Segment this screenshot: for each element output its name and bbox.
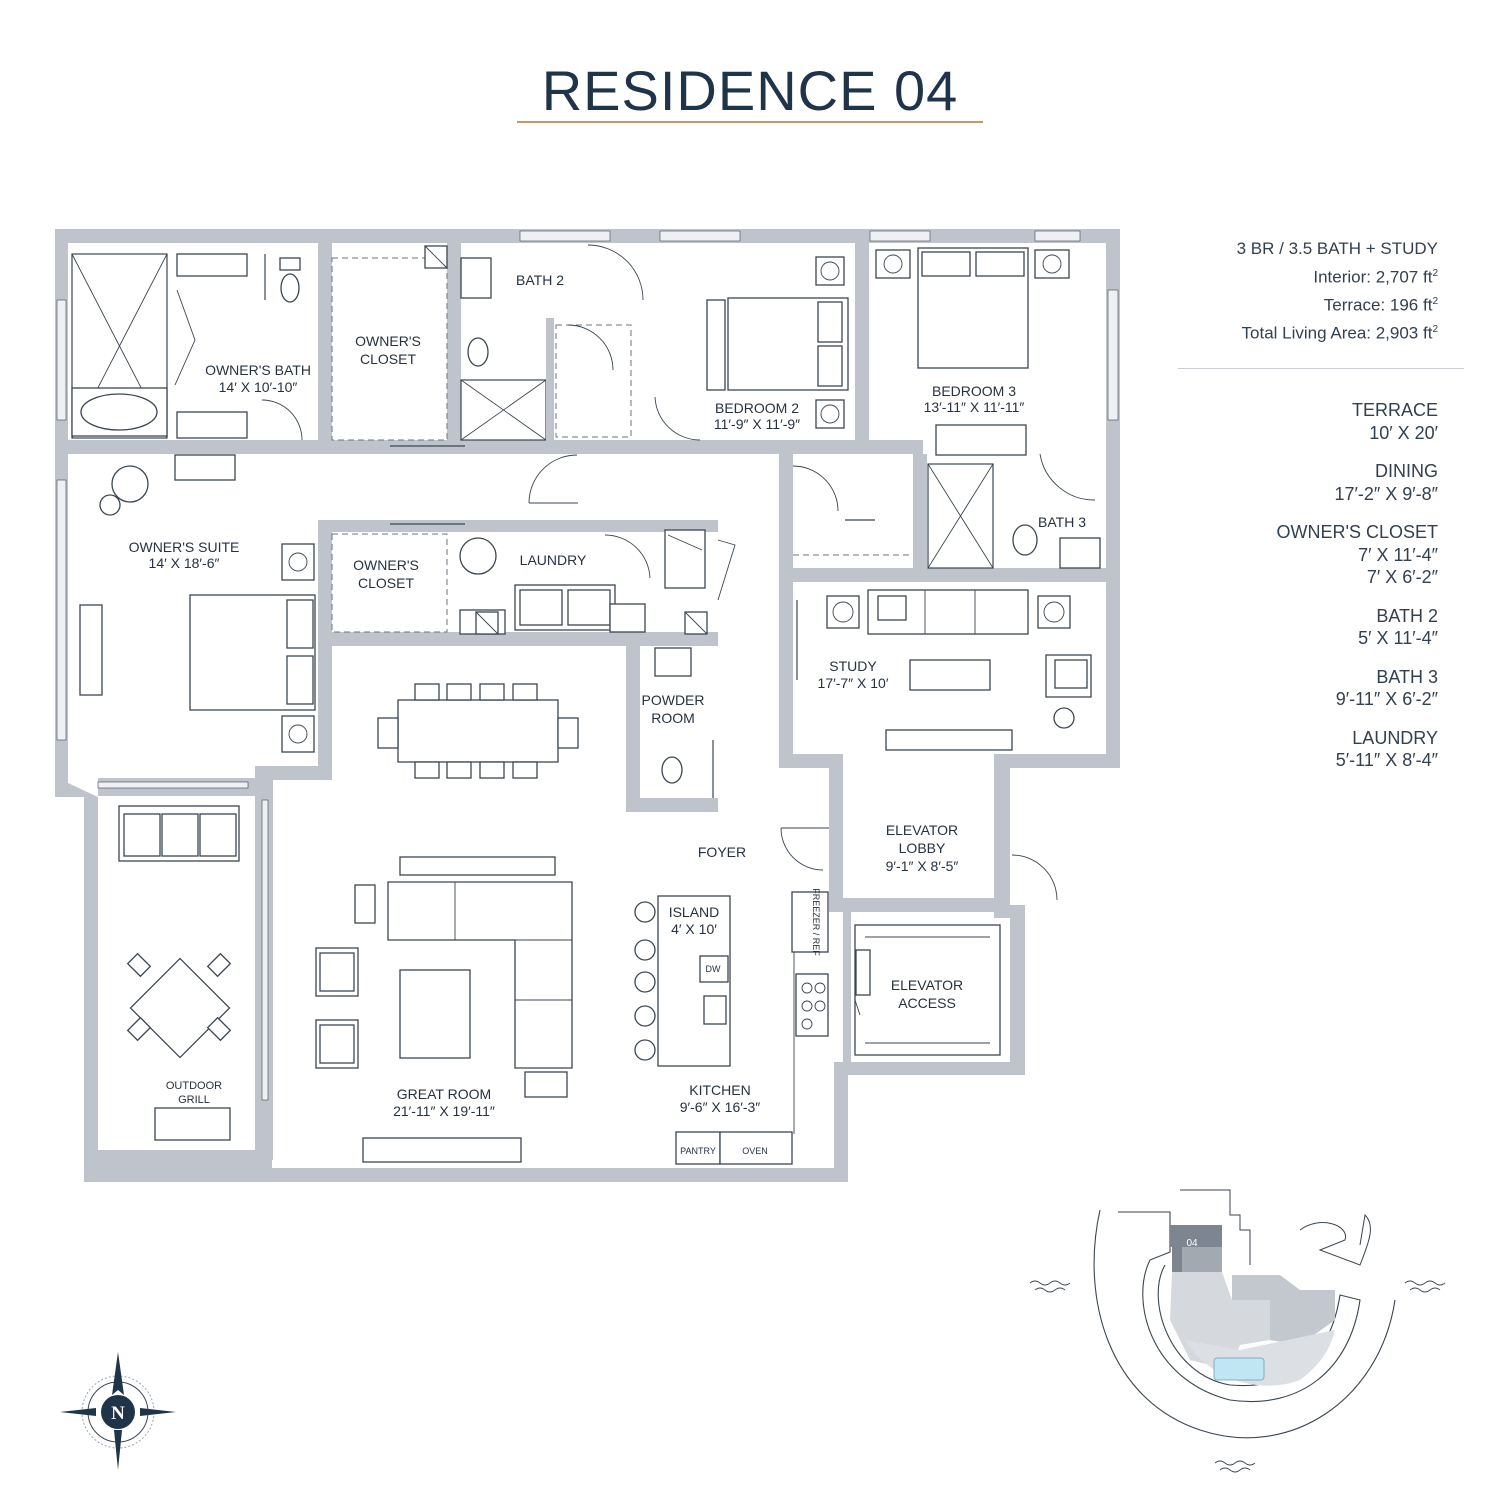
label-bath-2: BATH 2 bbox=[516, 272, 564, 288]
owners-suite-furniture bbox=[79, 454, 316, 753]
svg-text:21′-11″ X 19′-11″: 21′-11″ X 19′-11″ bbox=[393, 1103, 495, 1119]
svg-text:14′ X 10′-10″: 14′ X 10′-10″ bbox=[219, 379, 298, 395]
label-dishwasher: DW bbox=[706, 964, 721, 974]
room-labels: OWNER'S BATH 14′ X 10′-10″ OWNER'S CLOSE… bbox=[129, 272, 1087, 1156]
svg-text:17′-7″ X 10′: 17′-7″ X 10′ bbox=[818, 675, 889, 691]
study-furniture bbox=[796, 589, 1092, 751]
great-room-furniture bbox=[315, 856, 573, 1163]
key-plan: 04 bbox=[1029, 1189, 1446, 1473]
label-owners-suite: OWNER'S SUITE bbox=[129, 539, 240, 555]
svg-text:4′ X 10′: 4′ X 10′ bbox=[671, 921, 717, 937]
label-laundry: LAUNDRY bbox=[520, 552, 587, 568]
dim-owners-closet: OWNER'S CLOSET 7′ X 11′-4″ 7′ X 6′-2″ bbox=[1276, 522, 1438, 587]
compass-letter: N bbox=[111, 1403, 125, 1424]
foyer-doors bbox=[528, 454, 1058, 901]
label-elevator-access: ELEVATOR bbox=[891, 977, 963, 993]
title-underline bbox=[517, 121, 983, 123]
key-plan-unit-number: 04 bbox=[1186, 1238, 1198, 1249]
dim-dining: DINING 17′-2″ X 9′-8″ bbox=[1334, 461, 1438, 504]
interior-area: Interior: 2,707 ft2 bbox=[1313, 267, 1438, 287]
terrace-area: Terrace: 196 ft2 bbox=[1323, 295, 1438, 315]
bedroom-3-furniture bbox=[875, 247, 1070, 456]
bath-2-fixtures bbox=[460, 244, 644, 443]
label-kitchen: KITCHEN bbox=[689, 1082, 750, 1098]
svg-text:GRILL: GRILL bbox=[178, 1094, 210, 1106]
svg-text:9′-1″ X 8′-5″: 9′-1″ X 8′-5″ bbox=[886, 858, 959, 874]
svg-text:CLOSET: CLOSET bbox=[358, 575, 414, 591]
laundry-fixtures bbox=[459, 529, 736, 635]
label-outdoor-grill: OUTDOOR bbox=[166, 1080, 222, 1092]
dining-set bbox=[377, 683, 579, 779]
owners-bath-fixtures bbox=[71, 253, 303, 441]
label-owners-bath: OWNER'S BATH bbox=[205, 362, 311, 378]
exterior-walls bbox=[55, 229, 1120, 1182]
unit-type: 3 BR / 3.5 BATH + STUDY bbox=[1236, 239, 1438, 258]
label-bedroom-3: BEDROOM 3 bbox=[932, 383, 1016, 399]
svg-text:CLOSET: CLOSET bbox=[360, 351, 416, 367]
svg-text:ACCESS: ACCESS bbox=[898, 995, 956, 1011]
label-elevator-lobby: ELEVATOR bbox=[886, 822, 958, 838]
room-dimensions-list: TERRACE 10′ X 20′ DINING 17′-2″ X 9′-8″ … bbox=[1277, 399, 1438, 788]
label-powder-room: POWDER bbox=[642, 692, 705, 708]
powder-room-fixtures bbox=[654, 647, 714, 798]
dim-bath-3: BATH 3 9′-11″ X 6′-2″ bbox=[1335, 666, 1438, 710]
label-owners-closet-top: OWNER'S bbox=[355, 333, 421, 349]
windows bbox=[56, 230, 1119, 1101]
label-pantry: PANTRY bbox=[680, 1146, 716, 1156]
page-title: RESIDENCE 04 bbox=[541, 59, 959, 122]
kitchen-fixtures bbox=[634, 891, 829, 1165]
summary-divider bbox=[1178, 368, 1464, 369]
label-bath-3: BATH 3 bbox=[1038, 514, 1086, 530]
dim-terrace: TERRACE 10′ X 20′ bbox=[1351, 400, 1438, 443]
label-study: STUDY bbox=[829, 658, 877, 674]
north-compass-icon: N bbox=[60, 1352, 176, 1470]
label-foyer: FOYER bbox=[698, 844, 746, 860]
bath-3-fixtures bbox=[792, 453, 1101, 569]
label-great-room: GREAT ROOM bbox=[397, 1086, 491, 1102]
owners-closet-top-fixtures bbox=[331, 245, 465, 447]
svg-text:11′-9″ X 11′-9″: 11′-9″ X 11′-9″ bbox=[714, 416, 800, 432]
owners-closet-bottom-fixtures bbox=[331, 523, 465, 633]
label-owners-closet-bottom: OWNER'S bbox=[353, 557, 419, 573]
svg-text:13′-11″ X 11′-11″: 13′-11″ X 11′-11″ bbox=[924, 399, 1025, 415]
svg-text:LOBBY: LOBBY bbox=[899, 840, 946, 856]
unit-summary: 3 BR / 3.5 BATH + STUDY Interior: 2,707 … bbox=[1237, 237, 1438, 346]
label-freezer-ref: FREEZER / REF bbox=[811, 888, 821, 956]
svg-text:14′ X 18′-6″: 14′ X 18′-6″ bbox=[149, 555, 220, 571]
elevator-fixtures bbox=[854, 924, 1001, 1056]
terrace-furniture bbox=[118, 805, 240, 1141]
dim-laundry: LAUNDRY 5′-11″ X 8′-4″ bbox=[1335, 727, 1438, 771]
svg-text:9′-6″ X 16′-3″: 9′-6″ X 16′-3″ bbox=[680, 1099, 761, 1115]
total-area: Total Living Area: 2,903 ft2 bbox=[1241, 323, 1438, 343]
bedroom-2-furniture bbox=[654, 256, 849, 441]
label-oven: OVEN bbox=[742, 1146, 768, 1156]
label-island: ISLAND bbox=[669, 904, 720, 920]
dim-bath-2: BATH 2 5′ X 11′-4″ bbox=[1358, 605, 1438, 649]
svg-text:ROOM: ROOM bbox=[651, 710, 695, 726]
label-bedroom-2: BEDROOM 2 bbox=[715, 400, 799, 416]
